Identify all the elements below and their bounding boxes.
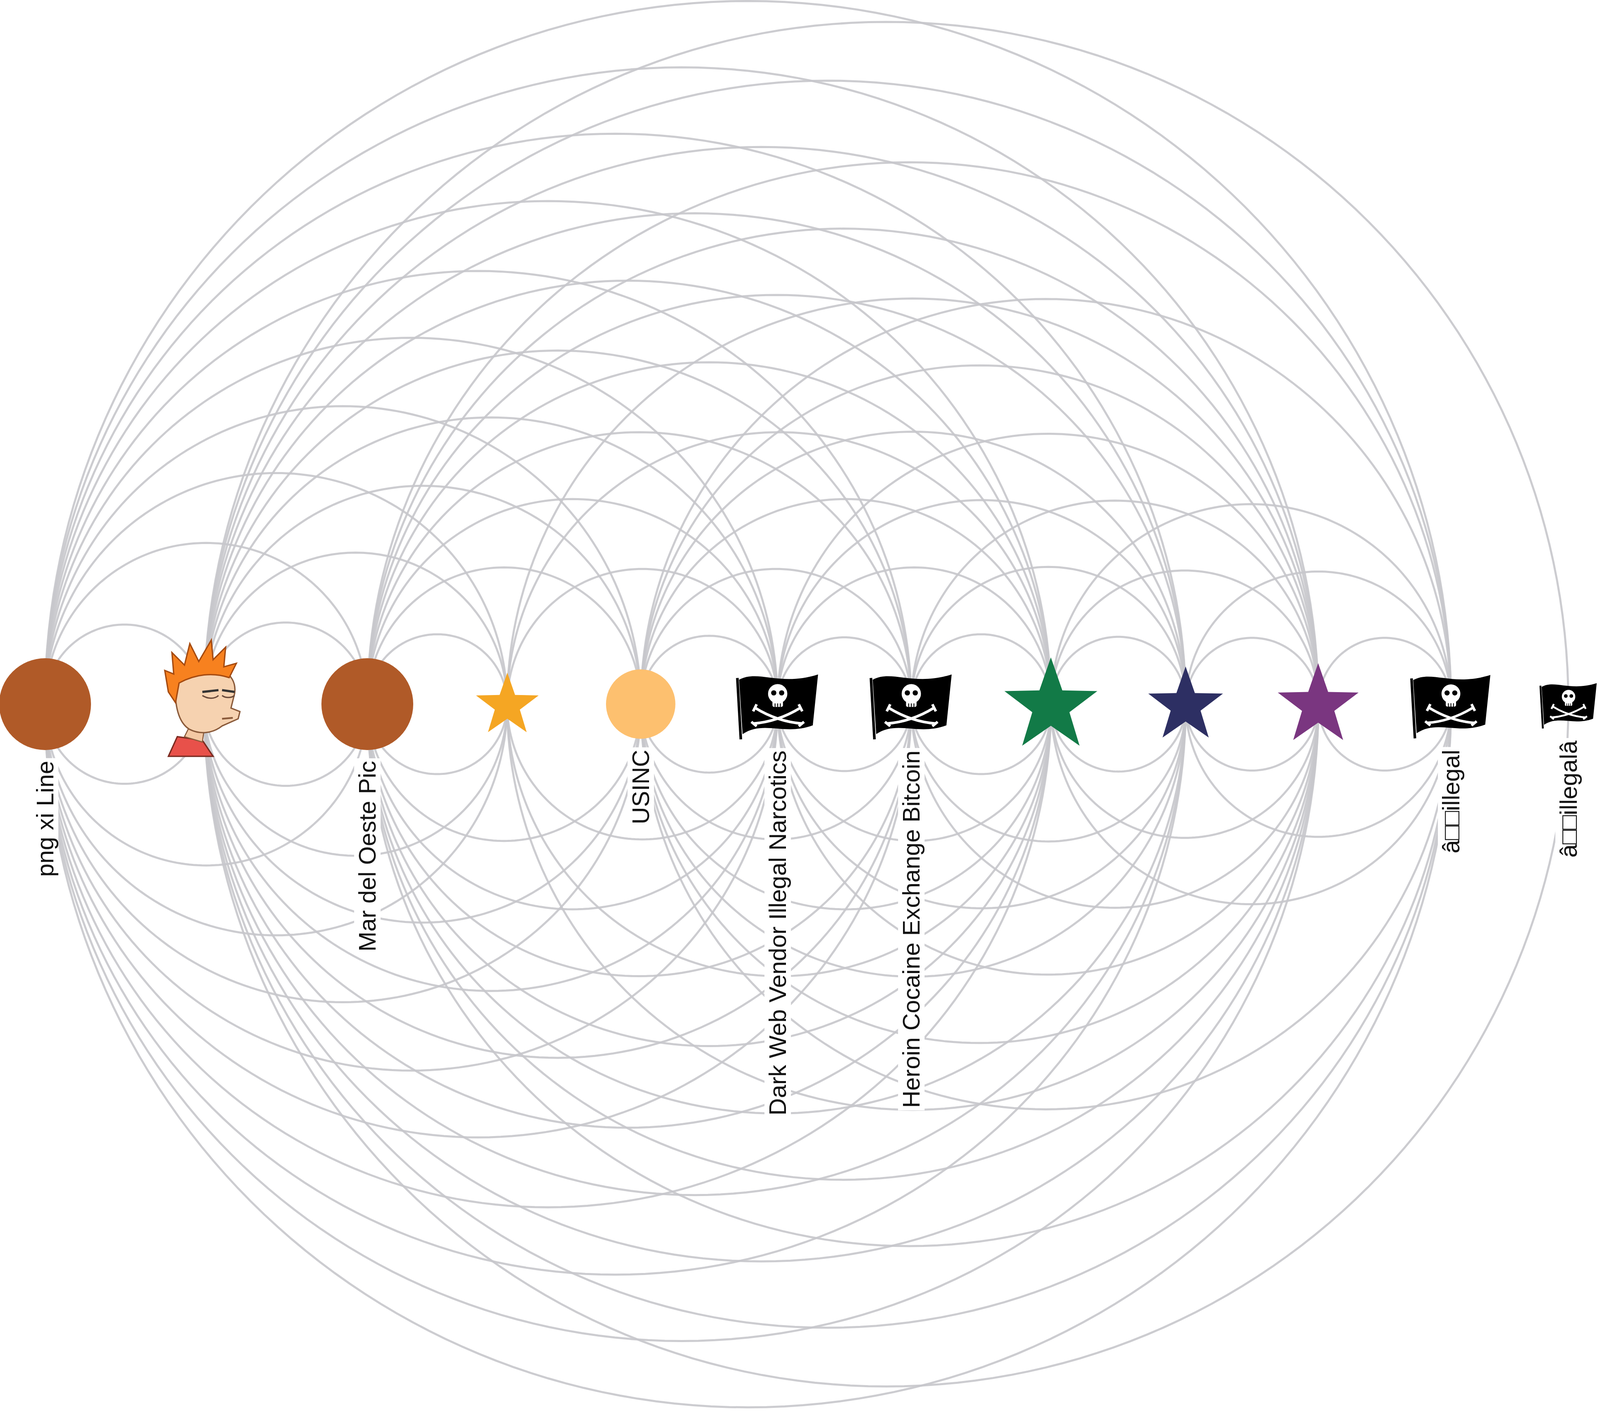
circle-node: USINC [605, 669, 676, 739]
flag-icon [1408, 669, 1494, 739]
node-star [475, 672, 539, 733]
node-label: â□□illegalâ [1555, 737, 1582, 860]
fry-node [159, 639, 250, 757]
arc-connector [911, 500, 1319, 908]
star-icon [1277, 663, 1359, 745]
flag-icon [867, 668, 956, 741]
node-label: Mar del Oeste Pic [354, 758, 381, 954]
flag-node: Dark Web Vendor Illegal Narcotics [733, 668, 822, 741]
arc-connector [1051, 504, 1452, 905]
star-node [1277, 663, 1359, 745]
star-node [1147, 666, 1224, 743]
pirate-flag [870, 674, 952, 740]
arc-connector [1051, 570, 1319, 838]
arc-connector [203, 350, 912, 1058]
arc-connector [367, 228, 1319, 1180]
node-circle [605, 669, 676, 739]
arc-connector [1185, 571, 1451, 837]
arc-connector [367, 498, 778, 910]
node-star [1004, 657, 1098, 746]
arc-connector [203, 146, 1319, 1262]
fry-icon [159, 639, 250, 757]
flag-node: â□□illegal [1408, 669, 1494, 739]
arc-connector [367, 362, 1052, 1047]
arc-connector [45, 133, 1186, 1275]
arc-connector [367, 162, 1452, 1246]
node-circle [0, 658, 92, 750]
arc-connector [45, 406, 642, 1003]
arc-connector [640, 299, 1452, 1110]
arc-connector [367, 432, 912, 977]
flag-node: â□□illegalâ [1537, 678, 1600, 730]
arc-connector [45, 67, 1319, 1342]
arc-connector [203, 80, 1451, 1328]
star-node [1003, 657, 1098, 752]
pirate-flag [737, 674, 818, 740]
node-label: Heroin Cocaine Exchange Bitcoin [898, 747, 925, 1111]
arc-connector [45, 270, 912, 1138]
flag-icon [733, 668, 822, 741]
pirate-flag [1540, 683, 1597, 729]
node-circle [321, 658, 414, 750]
circle-icon [321, 658, 414, 750]
arc-connector [203, 280, 1051, 1128]
flag-node: Heroin Cocaine Exchange Bitcoin [867, 668, 956, 741]
circle-icon [0, 658, 92, 750]
arc-connector [203, 213, 1186, 1196]
circle-node: Mar del Oeste Pic [321, 658, 414, 750]
node-star [1278, 663, 1359, 741]
flag-icon [1537, 678, 1600, 730]
arc-connector [507, 568, 778, 840]
star-icon [475, 672, 539, 736]
arc-connector [45, 542, 368, 866]
star-icon [1003, 657, 1098, 752]
circle-node: png xi Line [0, 658, 92, 750]
circle-icon [605, 669, 676, 739]
cartoon-face [164, 639, 240, 757]
arc-connector [203, 417, 778, 991]
arc-connector [45, 0, 1452, 1407]
node-star [1148, 666, 1224, 738]
arc-connector [640, 498, 1052, 910]
arc-connector [911, 566, 1186, 842]
node-label: png xi Line [31, 758, 59, 880]
arc-connector [777, 500, 1186, 909]
node-label: USINC [627, 747, 654, 827]
arc-connector [203, 485, 641, 923]
star-node [475, 672, 539, 736]
node-label: â□□illegal [1437, 747, 1465, 856]
star-icon [1147, 666, 1224, 743]
arc-connector [203, 21, 1569, 1387]
pirate-flag [1411, 675, 1491, 739]
arc-connector [640, 365, 1319, 1043]
arc-connector [45, 201, 1052, 1208]
arc-connector [777, 433, 1319, 975]
arc-connector [45, 337, 778, 1071]
node-label: Dark Web Vendor Illegal Narcotics [764, 747, 791, 1118]
